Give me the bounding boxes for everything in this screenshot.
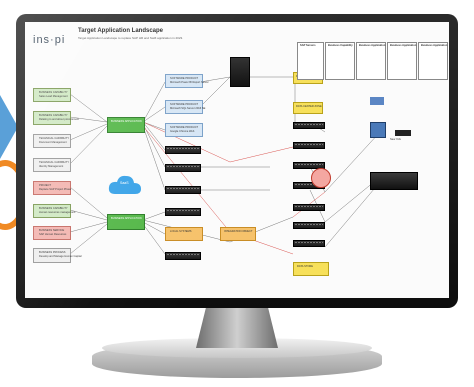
left-box-4[interactable]: TECHNICAL CAPABILITY Identity Management [33, 158, 71, 172]
legend-panel-5: Business Application [418, 42, 448, 80]
cloud-label: SaaS [120, 181, 129, 185]
local-systems[interactable]: LOCAL SYSTEMS [165, 227, 203, 241]
left-box-6[interactable]: BUSINESS CAPABILITY Human resources mana… [33, 204, 75, 218]
diagram-title: Target Application Landscape [78, 28, 164, 34]
product-name: Google Chrome Web [170, 130, 195, 133]
brand-logo: ins·pi [33, 34, 66, 46]
legend-panel-1: SAP Servers [297, 42, 324, 80]
left-box-3[interactable]: TECHNICAL CAPABILITY Document Management [33, 134, 71, 148]
legend-title: Business Capability [328, 44, 353, 47]
server-unit [165, 186, 201, 194]
server-unit [293, 222, 325, 229]
product-type: SOFTWARE PRODUCT [170, 103, 199, 106]
network-device-icon [370, 97, 384, 105]
left-box-name: SAP Human Resources [39, 233, 67, 236]
server-unit [165, 164, 201, 172]
business-application-main[interactable]: BUSINESS APPLICATION [107, 117, 145, 133]
left-box-type: BUSINESS CAPABILITY [39, 114, 68, 117]
server-rack-icon [230, 57, 250, 87]
software-product-2[interactable]: SOFTWARE PRODUCT Microsoft SQL Server 20… [165, 100, 206, 114]
server-unit [293, 204, 325, 211]
node-label: BUSINESS APPLICATION [111, 120, 142, 123]
server-unit [293, 142, 325, 149]
node-label: LOCAL SYSTEMS [170, 230, 192, 233]
left-box-type: BUSINESS PROCESS [39, 251, 66, 254]
node-label: DATA STORE [297, 265, 313, 268]
legend-panel-4: Business Application [387, 42, 417, 80]
software-product-1[interactable]: SOFTWARE PRODUCT Microsoft Power BI Repo… [165, 74, 209, 88]
product-type: SOFTWARE PRODUCT [170, 77, 199, 80]
software-product-3[interactable]: SOFTWARE PRODUCT Google Chrome Web [165, 123, 203, 137]
left-box-8[interactable]: BUSINESS PROCESS Develop and Manage Huma… [33, 248, 82, 263]
left-box-name: Replace SAP Project Phase [39, 188, 72, 191]
integration-object[interactable]: INTEGRATION OBJECT [220, 227, 256, 241]
left-box-type: TECHNICAL CAPABILITY [39, 161, 70, 164]
left-box-type: BUSINESS CAPABILITY [39, 91, 68, 94]
cloud-icon [108, 175, 141, 194]
left-box-type: PROJECT [39, 184, 52, 187]
data-center-zone-2[interactable]: DATA CENTER ZONE [293, 102, 323, 114]
network-switch-icon [370, 122, 386, 138]
left-box-type: TECHNICAL CAPABILITY [39, 137, 70, 140]
legend-panel-3: Business Application [356, 42, 386, 80]
server-node-icon [395, 130, 411, 136]
new-york-label: New York [390, 138, 401, 141]
server-unit [165, 146, 201, 154]
server-unit [293, 240, 325, 247]
product-type: SOFTWARE PRODUCT [170, 126, 199, 129]
left-box-5[interactable]: PROJECT Replace SAP Project Phase [33, 181, 71, 195]
left-box-name: Relating to and about procurement [39, 118, 79, 121]
product-name: Microsoft SQL Server 2016 SE [170, 107, 206, 110]
left-box-name: Sales Lead Management [39, 95, 68, 98]
legend-panel-2: Business Capability [325, 42, 355, 80]
left-box-name: Document Management [39, 141, 67, 144]
server-unit [293, 122, 325, 129]
business-application-lower[interactable]: BUSINESS APPLICATION [107, 214, 145, 230]
legend-title: Business Application [359, 44, 386, 47]
diagram-subtitle: Target Application Landscape to replace … [78, 36, 184, 40]
server-unit [293, 162, 325, 169]
left-box-1[interactable]: BUSINESS CAPABILITY Sales Lead Managemen… [33, 88, 71, 102]
left-box-name: Human resources management [39, 211, 76, 214]
server-unit [165, 208, 201, 216]
storage-array-icon [370, 172, 418, 190]
left-box-name: Develop and Manage Human Capital [39, 255, 82, 258]
node-label: INTEGRATION OBJECT [224, 230, 253, 233]
left-box-type: BUSINESS SERVICE [39, 229, 65, 232]
left-box-name: Identity Management [39, 165, 64, 168]
server-unit [165, 252, 201, 260]
left-box-7[interactable]: BUSINESS SERVICE SAP Human Resources [33, 226, 71, 240]
left-box-2[interactable]: BUSINESS CAPABILITY Relating to and abou… [33, 111, 79, 125]
product-name: Microsoft Power BI Report Server [170, 81, 209, 84]
node-label: DATA CENTER ZONE [296, 105, 322, 108]
monitor-base-top [102, 338, 372, 358]
legend-title: Business Application [390, 44, 417, 47]
monitor-neck [196, 308, 278, 348]
legend-title: Business Application [421, 44, 448, 47]
monitor-screen: ins·pi Target Application Landscape Targ… [25, 22, 449, 298]
left-box-type: BUSINESS CAPABILITY [39, 207, 68, 210]
data-store[interactable]: DATA STORE [293, 262, 329, 276]
integration-hub[interactable] [311, 168, 331, 188]
node-label: BUSINESS APPLICATION [111, 217, 142, 220]
decorative-arrow [0, 95, 18, 159]
legend-title: SAP Servers [300, 44, 316, 47]
